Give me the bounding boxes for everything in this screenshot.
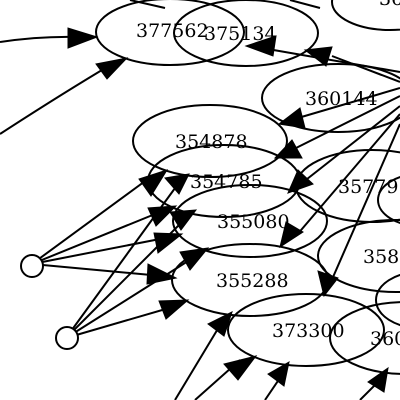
- small-node-bottom: [55, 326, 79, 350]
- node-label: 377562: [136, 20, 209, 42]
- edge-small1-to-355288: [31, 263, 163, 277]
- node-36: 36: [331, 0, 400, 31]
- node-354785: 354785: [147, 144, 301, 218]
- arrowhead: [367, 366, 389, 393]
- arrowhead: [95, 57, 129, 80]
- node-label: 360144: [305, 88, 378, 110]
- arrowhead: [267, 361, 290, 387]
- node-label: 373300: [272, 320, 345, 342]
- node-355080: 355080: [172, 184, 328, 258]
- node-label: 355288: [216, 270, 289, 292]
- node-3585: 3585: [317, 219, 400, 293]
- edge-hub-to-354878: [291, 95, 400, 151]
- arrowhead: [223, 355, 258, 381]
- edge-small1-to-354785: [31, 175, 153, 265]
- edge-top-to-36: [289, 0, 321, 9]
- edge-left-to-375134: [0, 63, 113, 135]
- arrowhead: [279, 221, 304, 249]
- node-360: 360: [329, 301, 400, 375]
- arrowhead: [164, 173, 190, 195]
- node-355288: 355288: [171, 243, 329, 317]
- node-354878: 354878: [132, 104, 288, 178]
- node-label: 360: [370, 328, 400, 350]
- node-label: 355080: [217, 211, 290, 233]
- node-label: 3585: [363, 246, 400, 268]
- arrowhead: [67, 27, 99, 49]
- small-node-left: [20, 254, 44, 278]
- arrowhead: [303, 46, 333, 67]
- node-right-partial: [375, 274, 400, 326]
- node-373300: 373300: [227, 293, 385, 367]
- edge-small1-to-355080-b: [31, 237, 166, 265]
- edge-left-to-377562: [0, 35, 79, 43]
- node-35779-b: [377, 176, 400, 224]
- arrowhead: [147, 205, 178, 227]
- edge-hub-to-375134-b: [331, 55, 400, 83]
- arrowhead: [244, 35, 277, 57]
- node-label: 35779: [338, 176, 398, 198]
- edge-bottom-to-373300-a: [174, 321, 223, 400]
- node-360144: 360144: [261, 63, 400, 133]
- arrowhead: [153, 232, 184, 254]
- node-377562: 377562: [95, 0, 245, 66]
- edge-hub-to-355080: [295, 113, 400, 237]
- edge-hub-to-360144: [297, 87, 400, 119]
- node-label: 36: [379, 0, 400, 10]
- arrowhead: [158, 299, 190, 320]
- node-375134: 375134: [173, 0, 319, 67]
- edge-top-to-377562: [129, 0, 166, 9]
- node-label: 375134: [204, 23, 277, 45]
- arrowheads: [67, 27, 389, 393]
- arrowhead: [138, 169, 169, 197]
- edge-small1-to-355080: [31, 211, 161, 265]
- edge-small2-to-355288-b: [65, 305, 177, 339]
- node-label: 354785: [190, 171, 263, 193]
- arrowhead: [146, 263, 178, 285]
- nodes: 377562 375134 36 360144 354878 354785 35…: [20, 0, 400, 375]
- edge-hub-to-354785: [301, 105, 400, 184]
